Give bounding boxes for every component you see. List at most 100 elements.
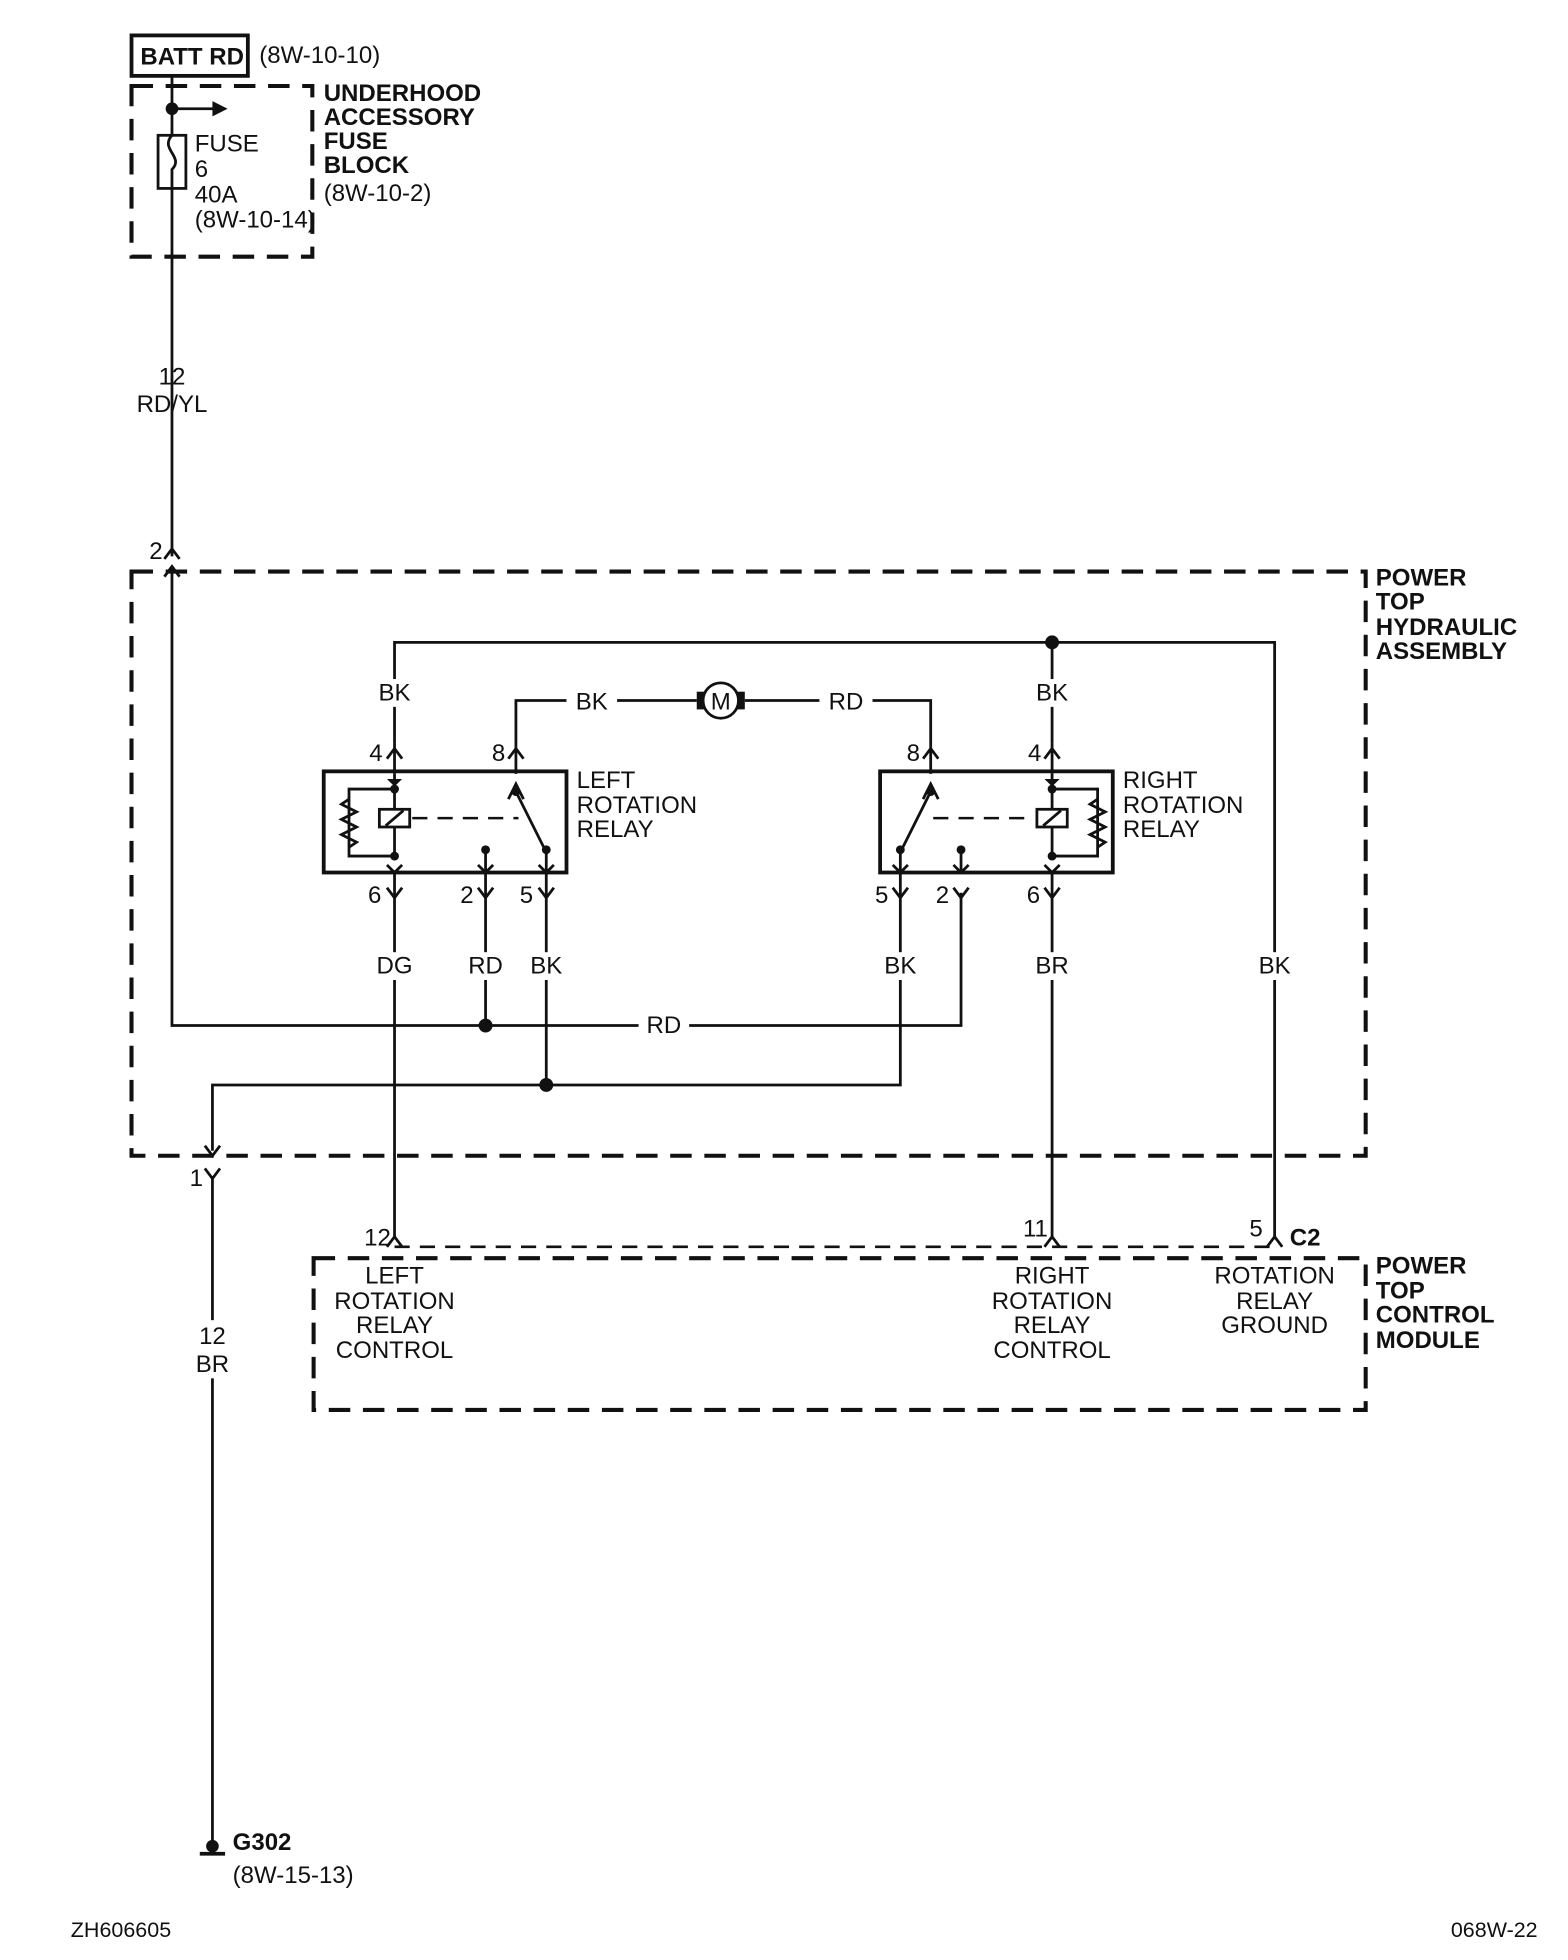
relay-switch-icon xyxy=(514,790,545,848)
arrow-up-icon xyxy=(507,780,525,800)
connector-chevron-icon xyxy=(1265,1234,1284,1248)
left-relay-wire-bk: BK xyxy=(530,953,562,980)
left-relay-pin-4: 4 xyxy=(369,740,382,767)
left-relay-name-3: RELAY xyxy=(577,816,654,843)
arrow-right-icon xyxy=(212,101,228,117)
hydraulic-name-1: POWER xyxy=(1376,564,1467,591)
motor-right-wire xyxy=(872,699,933,747)
control-module-name-4: MODULE xyxy=(1376,1327,1480,1354)
label-bg xyxy=(1254,952,1295,980)
connector-chevron-icon xyxy=(163,546,181,560)
fuse-block-name-3: FUSE xyxy=(324,128,388,155)
pin-in-number: 2 xyxy=(149,538,162,565)
control-module-name-3: CONTROL xyxy=(1376,1302,1495,1329)
fuse-block-ref: (8W-10-2) xyxy=(324,180,432,207)
label-bg xyxy=(1031,679,1073,707)
left-relay-wire-dg: DG xyxy=(377,953,413,980)
footer-left-code: ZH606605 xyxy=(71,1918,171,1942)
right-relay-name-1: RIGHT xyxy=(1123,767,1198,794)
battery-label-box xyxy=(129,33,250,78)
feed-wire: 12 RD/YL xyxy=(137,256,208,557)
pin-out-number: 1 xyxy=(190,1165,203,1192)
module-pin-11-label-1: RIGHT xyxy=(1015,1262,1090,1289)
motor-left-wire-label: BK xyxy=(576,688,608,715)
battery-label: BATT RD xyxy=(140,43,244,70)
bk-ground-bus-wire xyxy=(211,872,902,1151)
arrow-down-icon xyxy=(1044,778,1060,787)
module-pin-12-label-3: RELAY xyxy=(356,1312,433,1339)
fuse-element-icon xyxy=(167,134,177,189)
arrow-up-icon xyxy=(921,780,940,800)
hydraulic-assembly-outline xyxy=(129,569,1368,1158)
connector-chevron-icon xyxy=(952,886,970,901)
module-pin-12: 12 xyxy=(364,1225,391,1252)
label-bg xyxy=(374,679,415,707)
ground-icon xyxy=(206,1839,219,1853)
fuse-label: FUSE xyxy=(195,131,259,158)
left-relay-pin-2: 2 xyxy=(460,882,473,909)
arrow-down-icon xyxy=(386,778,403,787)
left-relay-pin-8: 8 xyxy=(492,740,505,767)
label-bg xyxy=(465,952,506,980)
node-dot xyxy=(390,851,399,861)
fuse-block-name-1: UNDERHOOD xyxy=(324,80,481,107)
connector-chevron-icon xyxy=(1043,1234,1061,1248)
motor-symbol: M xyxy=(711,688,731,715)
right-relay-name-2: ROTATION xyxy=(1123,792,1244,819)
right-relay-pin-2: 2 xyxy=(936,882,949,909)
label-bg xyxy=(880,952,921,980)
left-relay-wire-rd: RD xyxy=(468,953,503,980)
hydraulic-name-4: ASSEMBLY xyxy=(1376,638,1507,665)
module-pin-12-label-1: LEFT xyxy=(365,1262,424,1289)
left-relay-pin-6: 6 xyxy=(368,882,381,909)
battery-feed: BATT RD (8W-10-10) xyxy=(129,33,380,78)
right-relay-wire-bk: BK xyxy=(884,953,916,980)
fuse-number: 6 xyxy=(195,156,208,183)
connector-label: C2 xyxy=(1290,1225,1321,1252)
module-pin-12-label-2: ROTATION xyxy=(334,1288,455,1315)
fuse-icon xyxy=(156,133,188,190)
module-pin-11-label-4: CONTROL xyxy=(993,1337,1110,1364)
power-top-control-module: POWER TOP CONTROL MODULE C2 12 LEFT ROTA… xyxy=(311,1216,1495,1412)
hydraulic-name-3: HYDRAULIC xyxy=(1376,614,1517,641)
label-bg xyxy=(189,1320,236,1379)
right-relay-wire-br: BR xyxy=(1035,953,1068,980)
left-relay-outline xyxy=(321,769,569,875)
hydraulic-name-2: TOP xyxy=(1376,588,1425,615)
label-bg xyxy=(374,952,415,980)
ground-label: G302 xyxy=(233,1829,292,1856)
module-pin-5-label-1: ROTATION xyxy=(1214,1262,1335,1289)
module-pin-12-label-4: CONTROL xyxy=(336,1337,453,1364)
motor-right-wire-label: RD xyxy=(829,688,864,715)
left-rotation-relay: LEFT ROTATION RELAY 4 8 xyxy=(321,740,697,909)
arrow-down-icon xyxy=(952,863,970,875)
relay-switch-icon xyxy=(901,790,932,848)
fuse-ref: (8W-10-14) xyxy=(195,207,316,234)
battery-ref: (8W-10-10) xyxy=(259,42,380,69)
control-module-outline xyxy=(311,1256,1368,1412)
module-pin-5-label-2: RELAY xyxy=(1236,1288,1313,1315)
module-pin-5: 5 xyxy=(1249,1216,1262,1243)
footer-right-code: 068W-22 xyxy=(1451,1918,1538,1942)
right-relay-outline xyxy=(878,769,1115,875)
right-relay-pin-8: 8 xyxy=(907,740,920,767)
label-bg xyxy=(526,952,567,980)
rd-bus-wire-right xyxy=(689,892,963,1027)
right-rotation-relay: RIGHT ROTATION RELAY 8 4 xyxy=(875,740,1243,909)
left-relay-name-1: LEFT xyxy=(577,767,636,794)
fuse-block-outline xyxy=(129,83,315,259)
connector-chevron-icon xyxy=(203,1144,222,1159)
underhood-fuse-block: FUSE 6 40A (8W-10-14) UNDERHOOD ACCESSOR… xyxy=(129,75,481,260)
node-dot xyxy=(390,784,399,794)
control-module-name-1: POWER xyxy=(1376,1252,1467,1279)
module-pin-11-label-3: RELAY xyxy=(1014,1312,1091,1339)
splice-dot xyxy=(539,1078,554,1092)
resistor-icon xyxy=(1086,798,1109,849)
motor-left-wire xyxy=(514,699,567,747)
feed-wire-color: RD/YL xyxy=(137,391,208,418)
ground-wire: 12 BR G302 (8W-15-13) xyxy=(189,1176,354,1889)
bk-top-bus-wire xyxy=(393,640,1277,1240)
ground-wire-label: BK xyxy=(1259,953,1291,980)
coil-icon xyxy=(1042,809,1062,827)
